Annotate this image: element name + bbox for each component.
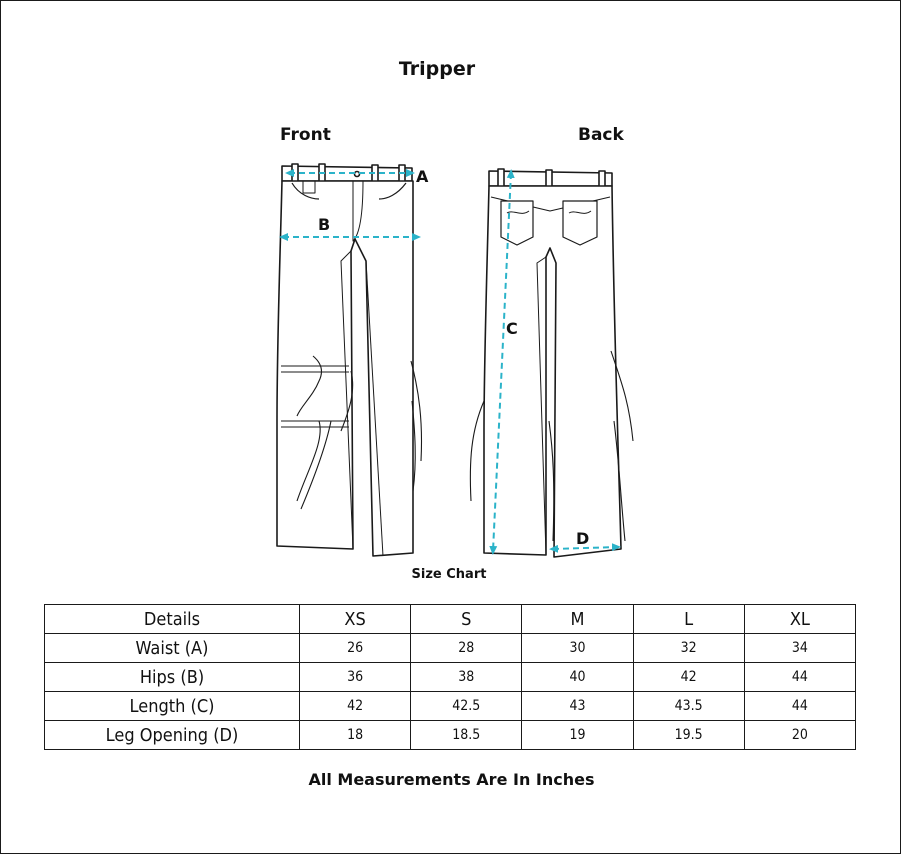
table-cell: 34 [743,633,857,663]
table-cell: 19 [521,720,634,750]
back-view-label: Back [578,125,624,145]
marker-c: C [506,319,518,338]
front-pants-drawing [276,163,423,557]
row-label: Length (C) [44,691,300,721]
table-row: Leg Opening (D) 18 18.5 19 19.5 20 [44,720,857,750]
table-row: Hips (B) 36 38 40 42 44 [44,662,857,692]
measurement-unit-note: All Measurements Are In Inches [308,770,595,789]
table-cell: 36 [298,662,412,692]
row-label: Leg Opening (D) [44,720,300,750]
table-cell: 38 [410,662,523,692]
table-cell: 42 [632,662,745,692]
header-xs: XS [298,604,412,634]
table-cell: 26 [298,633,412,663]
marker-b: B [318,215,330,234]
table-row: Length (C) 42 42.5 43 43.5 44 [44,691,857,721]
back-pants-drawing [469,168,634,558]
row-label: Waist (A) [44,633,300,663]
table-row: Waist (A) 26 28 30 32 34 [44,633,857,663]
table-cell: 44 [743,662,857,692]
product-title: Tripper [398,58,476,80]
measurement-markers: A B C D [318,167,589,548]
size-table: Details XS S M L XL Waist (A) 26 28 30 3… [44,604,857,750]
header-details: Details [44,604,300,634]
table-cell: 18 [298,720,412,750]
table-cell: 42.5 [410,691,523,721]
table-header-row: Details XS S M L XL [44,604,857,634]
marker-d: D [576,529,589,548]
header-xl: XL [743,604,857,634]
table-cell: 43.5 [632,691,745,721]
table-cell: 20 [743,720,857,750]
header-l: L [632,604,745,634]
marker-a: A [416,167,429,186]
table-cell: 44 [743,691,857,721]
table-cell: 30 [521,633,634,663]
length-measure-line [489,169,515,555]
leg-opening-measure-line [549,543,621,553]
table-cell: 28 [410,633,523,663]
table-cell: 42 [298,691,412,721]
table-cell: 43 [521,691,634,721]
header-m: M [521,604,634,634]
row-label: Hips (B) [44,662,300,692]
size-chart-caption: Size Chart [411,567,487,582]
table-cell: 32 [632,633,745,663]
table-cell: 19.5 [632,720,745,750]
measurement-lines [279,169,621,555]
table-cell: 18.5 [410,720,523,750]
header-s: S [410,604,523,634]
front-view-label: Front [280,125,331,145]
table-cell: 40 [521,662,634,692]
jeans-technical-drawing: A B C D [276,163,634,558]
